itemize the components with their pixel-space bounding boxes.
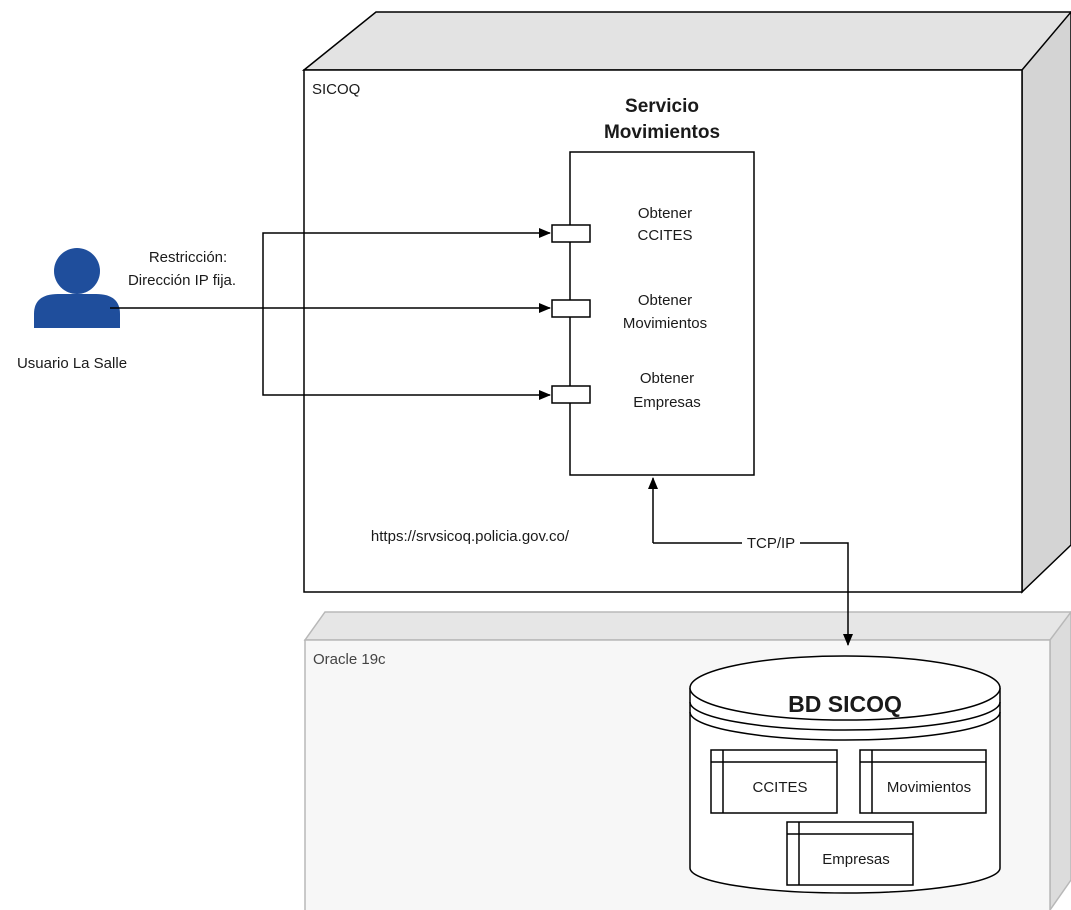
database-cylinder: BD SICOQ CCITES Movimientos Empresas xyxy=(689,655,1001,894)
service-component: Servicio Movimientos Obtener CCITES Obte… xyxy=(551,96,755,476)
operation-1-line2: CCITES xyxy=(637,227,692,244)
oracle-node-top xyxy=(303,611,1071,641)
service-title-line2: Movimientos xyxy=(604,122,720,143)
database-top xyxy=(689,655,1001,721)
operation-3-line2: Empresas xyxy=(633,394,701,411)
database-ring-2 xyxy=(689,711,1001,741)
oracle-node-label: Oracle 19c xyxy=(313,651,386,668)
tcpip-label: TCP/IP xyxy=(747,535,795,552)
sicoq-node-label: SICOQ xyxy=(312,81,360,98)
connector-service-to-db xyxy=(800,542,853,646)
db-table-ccites: CCITES xyxy=(710,749,838,814)
service-title-line1: Servicio xyxy=(625,96,699,117)
connector-user-empresas xyxy=(262,308,551,400)
sicoq-node-top xyxy=(301,11,1071,71)
connector-user-ccites xyxy=(262,228,551,308)
user-icon xyxy=(34,248,120,328)
database-body xyxy=(689,688,1001,894)
db-table-ccites-label: CCITES xyxy=(752,779,807,796)
oracle-node-side xyxy=(1049,610,1071,910)
restriction-line2: Dirección IP fija. xyxy=(128,272,236,289)
db-table-empresas: Empresas xyxy=(786,821,914,886)
database-ring-1 xyxy=(689,701,1001,731)
user-body xyxy=(34,294,120,328)
port-obtener-movimientos xyxy=(551,299,591,318)
sicoq-node-side xyxy=(1021,10,1071,594)
service-url: https://srvsicoq.policia.gov.co/ xyxy=(371,528,570,545)
database-title: BD SICOQ xyxy=(788,691,902,717)
port-obtener-ccites xyxy=(551,224,591,243)
user-connectors xyxy=(110,228,551,400)
db-table-empresas-label: Empresas xyxy=(822,851,890,868)
tcpip-connector xyxy=(648,477,853,646)
user-label: Usuario La Salle xyxy=(17,355,127,372)
operation-2-line2: Movimientos xyxy=(623,315,707,332)
user-head xyxy=(54,248,100,294)
service-box xyxy=(569,151,755,476)
port-obtener-empresas xyxy=(551,385,591,404)
operation-1-line1: Obtener xyxy=(638,205,692,222)
db-table-movimientos-label: Movimientos xyxy=(887,779,971,796)
operation-3-line1: Obtener xyxy=(640,370,694,387)
operation-2-line1: Obtener xyxy=(638,292,692,309)
restriction-line1: Restricción: xyxy=(149,249,227,266)
db-table-movimientos: Movimientos xyxy=(859,749,987,814)
